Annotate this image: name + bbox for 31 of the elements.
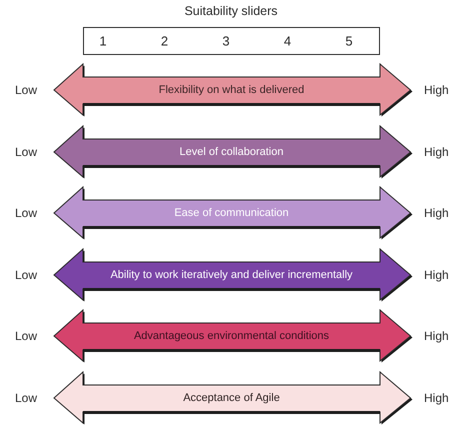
scale-end-label: Low	[15, 329, 38, 344]
slider-band	[53, 63, 413, 117]
slider-label: Ability to work iteratively and deliver incrementally	[110, 268, 353, 281]
scale-end-label: Low	[15, 144, 38, 159]
scale-end-label: High	[424, 329, 449, 344]
slider-label: Acceptance of Agile	[183, 392, 280, 404]
scale-end-label: Low	[15, 268, 38, 282]
scale-number: 2	[160, 34, 168, 48]
slider-band	[53, 309, 413, 364]
scale-number: 1	[99, 34, 107, 48]
scale-number: 3	[222, 34, 230, 48]
scale-end-label: High	[424, 83, 449, 97]
scale-end-label: Low	[15, 391, 38, 405]
scale-end-label: High	[424, 206, 449, 220]
slider-band	[53, 248, 413, 302]
diagram-title: Suitability sliders	[184, 4, 278, 18]
scale-end-label: Low	[15, 206, 38, 220]
slider-label: Ease of communication	[174, 207, 289, 220]
slider-label: Level of collaboration	[180, 146, 284, 158]
scale-number: 4	[284, 34, 292, 48]
scale-box	[83, 27, 380, 55]
slider-band	[53, 124, 413, 179]
slider-band	[53, 186, 413, 240]
slider-label: Advantageous environmental conditions	[134, 330, 330, 342]
slider-band	[53, 371, 413, 425]
scale-end-label: High	[424, 144, 449, 159]
scale-end-label: Low	[15, 83, 38, 97]
scale-end-label: High	[424, 391, 449, 405]
scale-end-label: High	[424, 268, 449, 282]
scale-number: 5	[345, 34, 353, 48]
slider-label: Flexibility on what is delivered	[158, 84, 304, 96]
